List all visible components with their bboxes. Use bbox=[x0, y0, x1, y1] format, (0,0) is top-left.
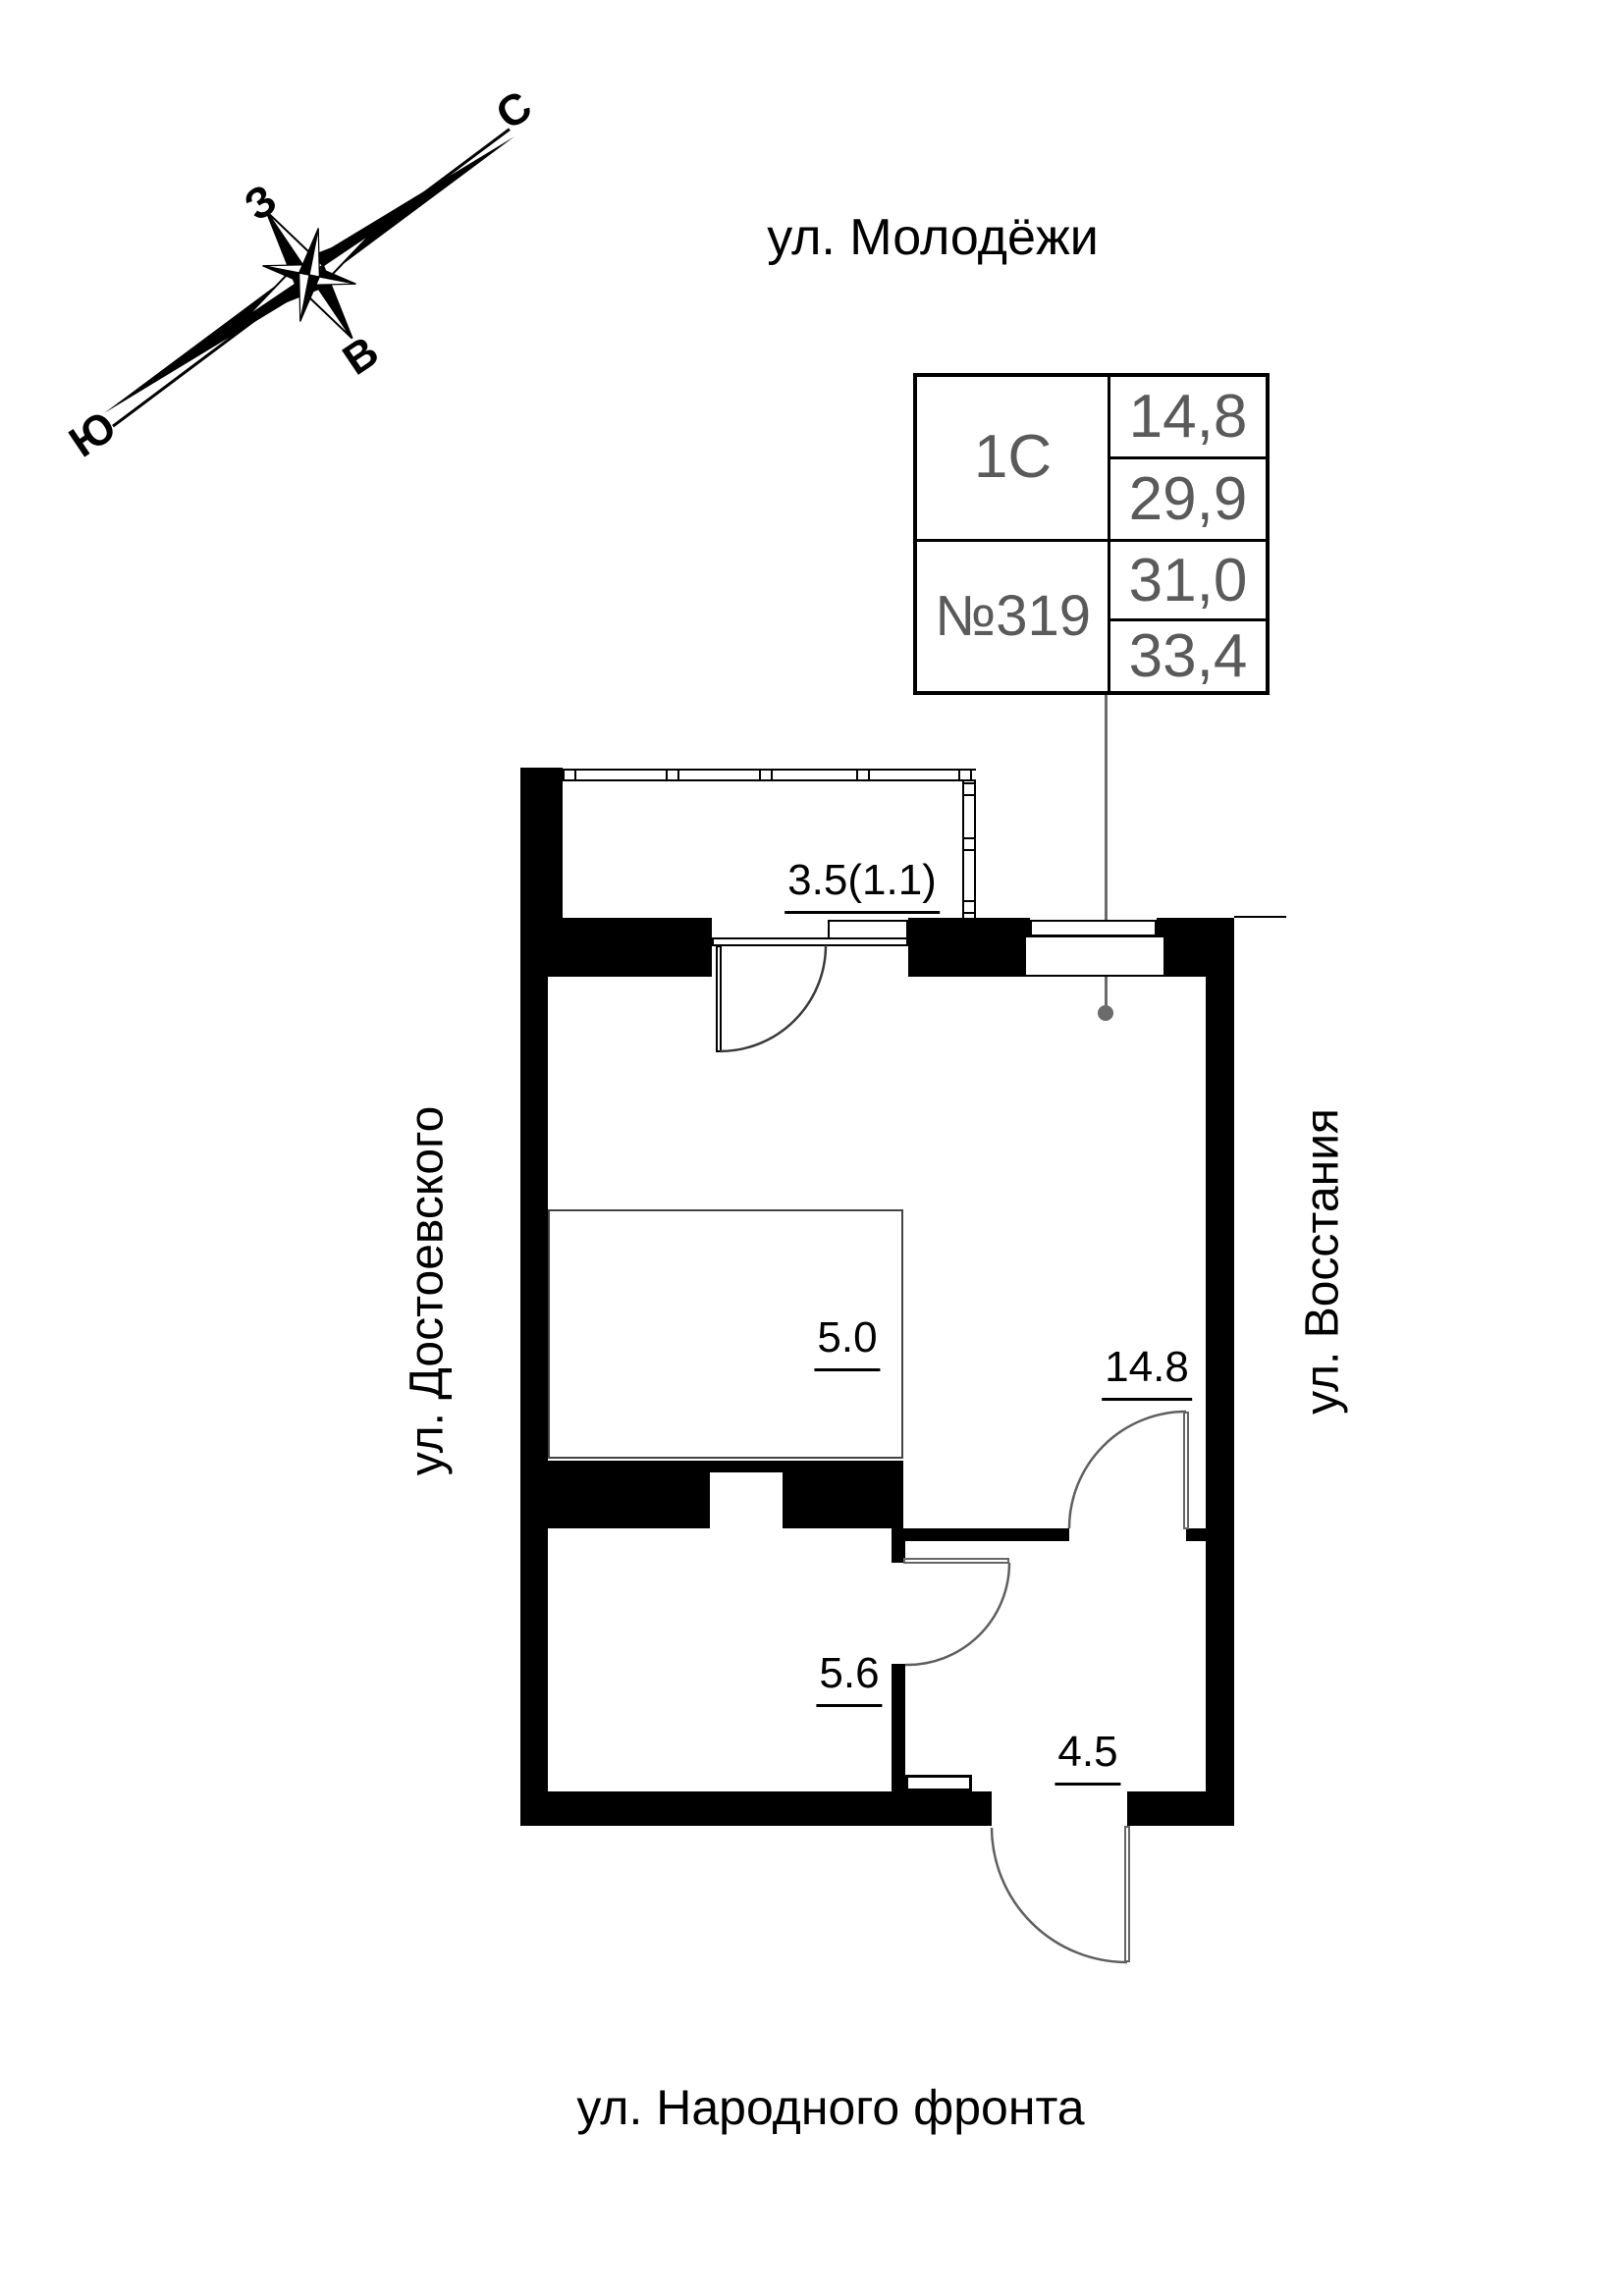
glazing-mullion bbox=[964, 782, 974, 796]
living-room-door-leaf bbox=[1183, 1412, 1189, 1529]
balcony-door-arc bbox=[719, 944, 828, 1053]
wall-right bbox=[1206, 918, 1234, 1826]
wall-top-pier-b bbox=[908, 918, 1030, 977]
table-divider-row bbox=[917, 539, 1266, 542]
wall-continuation-line bbox=[1234, 916, 1286, 918]
wall-hall-top bbox=[903, 1528, 1069, 1541]
compass-rose-icon: С Ю З В bbox=[61, 69, 550, 481]
kitchen-zone-outline bbox=[548, 1209, 903, 1459]
wall-hall-top-stub bbox=[1186, 1528, 1206, 1541]
kitchen-zone-area-label: 5.0 bbox=[814, 1313, 881, 1371]
street-label-top: ул. Молодёжи bbox=[767, 209, 1099, 266]
apartment-type-cell: 1С bbox=[973, 423, 1053, 491]
balcony-door-leaf bbox=[716, 945, 722, 1052]
street-label-right: ул. Восстания bbox=[1296, 1108, 1349, 1415]
glazing-mullion bbox=[964, 900, 974, 914]
table-divider-row bbox=[1110, 618, 1266, 621]
street-window-sill bbox=[1024, 935, 1165, 977]
wall-niche bbox=[710, 1472, 783, 1528]
bathroom-door-arc bbox=[904, 1562, 1011, 1667]
glazing-mullion bbox=[964, 837, 974, 851]
entry-door-leaf bbox=[1124, 1826, 1130, 1962]
wall-bathroom-right-upper bbox=[892, 1528, 905, 1563]
area-value-cell: 31,0 bbox=[1128, 546, 1248, 614]
glazing-mullion bbox=[856, 771, 870, 779]
wall-top-pier-a bbox=[548, 918, 712, 977]
street-label-left: ул. Достоевского bbox=[401, 1105, 454, 1476]
wall-bottom-left bbox=[520, 1791, 992, 1826]
glazing-mullion bbox=[666, 771, 679, 779]
balcony-area-label: 3.5(1.1) bbox=[784, 856, 940, 914]
wall-left bbox=[520, 918, 548, 1826]
leader-dot bbox=[1098, 1005, 1113, 1021]
leader-line bbox=[1105, 695, 1108, 1009]
entry-threshold bbox=[905, 1775, 972, 1791]
area-value-cell: 33,4 bbox=[1128, 621, 1248, 690]
area-value-cell: 14,8 bbox=[1128, 382, 1248, 451]
balcony-glazing-top bbox=[563, 769, 976, 781]
entry-door-arc bbox=[990, 1827, 1128, 1964]
glazing-mullion bbox=[759, 771, 773, 779]
wall-bathroom-right-lower bbox=[892, 1664, 905, 1791]
bathroom-area-label: 5.6 bbox=[816, 1649, 883, 1707]
street-label-bottom: ул. Народного фронта bbox=[576, 2080, 1085, 2135]
hall-area-label: 4.5 bbox=[1055, 1728, 1121, 1786]
table-divider-vertical bbox=[1108, 377, 1110, 691]
wall-bottom-right bbox=[1127, 1791, 1234, 1826]
compass-rose-graphic bbox=[104, 128, 514, 428]
wall-balcony-left-pier bbox=[520, 768, 563, 920]
bathroom-door-leaf bbox=[903, 1558, 1009, 1564]
glazing-mullion bbox=[563, 771, 576, 779]
street-window bbox=[1030, 920, 1157, 936]
glazing-mullion bbox=[958, 771, 972, 779]
living-room-area-label: 14.8 bbox=[1102, 1343, 1192, 1401]
area-value-cell: 29,9 bbox=[1128, 464, 1248, 533]
apartment-number-cell: №319 bbox=[935, 584, 1091, 648]
balcony-window bbox=[828, 920, 908, 939]
table-divider-row bbox=[1110, 456, 1266, 459]
balcony-glazing-right bbox=[962, 780, 976, 918]
living-room-door-arc bbox=[1067, 1410, 1187, 1529]
apartment-info-table: 1С №319 14,8 29,9 31,0 33,4 bbox=[913, 373, 1270, 695]
